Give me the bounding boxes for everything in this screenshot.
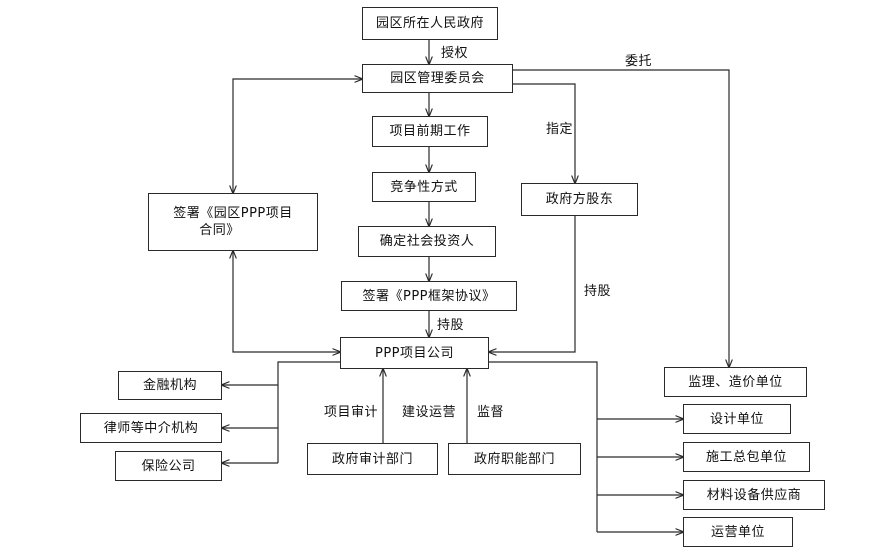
park-government-box: 园区所在人民政府 <box>362 7 498 40</box>
label-designate: 指定 <box>546 122 574 137</box>
operation-box: 运营单位 <box>683 517 793 547</box>
label-hold-shares-right: 持股 <box>584 284 612 299</box>
determine-investor-box: 确定社会投资人 <box>358 226 496 257</box>
preliminary-work-box: 项目前期工作 <box>372 116 488 147</box>
supervision-cost-box: 监理、造价单位 <box>664 367 807 397</box>
materials-box: 材料设备供应商 <box>683 480 825 510</box>
gov-functional-box: 政府职能部门 <box>448 443 581 475</box>
ppp-company-box: PPP项目公司 <box>340 337 489 369</box>
edge-company-left-trunk <box>277 361 340 463</box>
edge-committee-to-contract <box>233 79 362 193</box>
label-project-audit: 项目审计 <box>324 405 379 420</box>
label-authorize: 授权 <box>441 46 469 61</box>
label-supervise: 监督 <box>477 405 505 420</box>
label-entrust: 委托 <box>625 54 653 69</box>
gov-audit-box: 政府审计部门 <box>307 443 438 475</box>
label-build-operate: 建设运营 <box>402 405 457 420</box>
sign-contract-text: 签署《园区PPP项目 合同》 <box>173 205 293 239</box>
label-hold-shares-center: 持股 <box>437 318 465 333</box>
sign-contract-box: 签署《园区PPP项目 合同》 <box>148 193 318 251</box>
edge-hold-shares <box>489 216 576 352</box>
sign-contract-line2: 合同》 <box>199 223 240 238</box>
competitive-method-box: 竞争性方式 <box>372 172 476 202</box>
construction-box: 施工总包单位 <box>683 442 810 472</box>
gov-shareholder-box: 政府方股东 <box>521 183 638 216</box>
lawyers-box: 律师等中介机构 <box>80 413 222 443</box>
edge-entrust <box>513 69 729 367</box>
design-box: 设计单位 <box>683 404 791 434</box>
sign-framework-box: 签署《PPP框架协议》 <box>341 281 517 311</box>
edge-designate <box>513 83 575 183</box>
finance-box: 金融机构 <box>118 371 222 400</box>
edge-contract-to-company <box>233 251 340 352</box>
insurance-box: 保险公司 <box>115 451 222 481</box>
park-committee-box: 园区管理委员会 <box>362 64 513 93</box>
sign-contract-line1: 签署《园区PPP项目 <box>173 206 293 221</box>
edge-company-right-trunk <box>489 361 598 532</box>
